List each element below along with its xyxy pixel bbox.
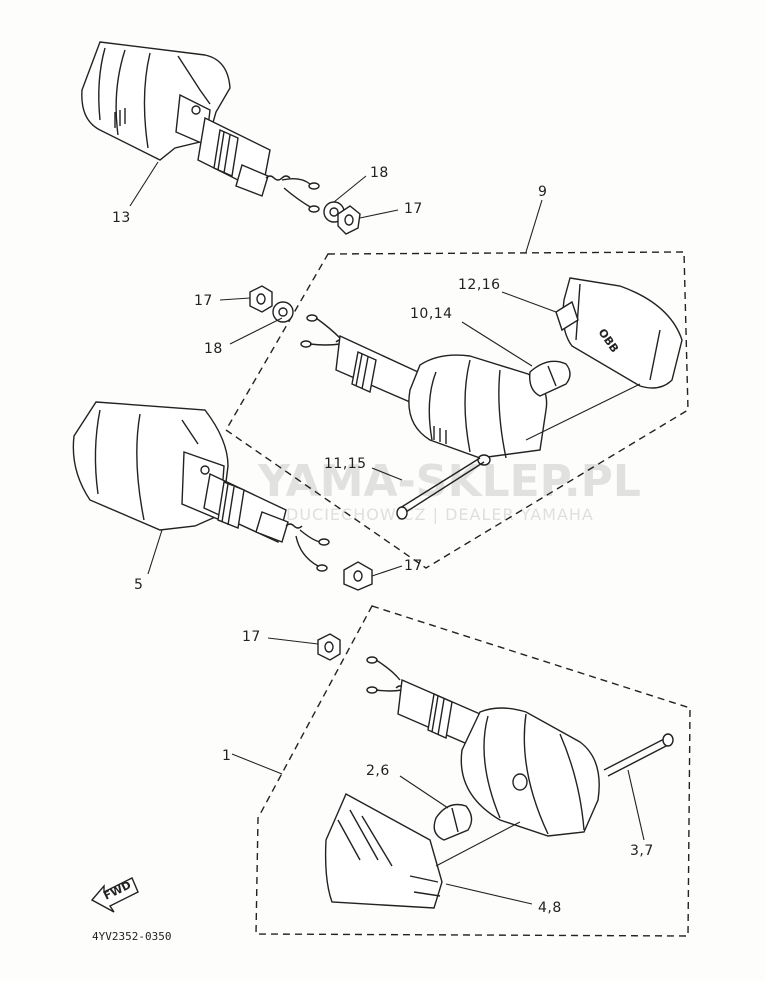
callout-13: 13 bbox=[112, 210, 131, 226]
catalog-number: 4YV2352-0350 bbox=[92, 930, 171, 943]
callout-17-top: 17 bbox=[404, 201, 423, 217]
lens-4-8 bbox=[324, 793, 443, 909]
callout-11-15: 11,15 bbox=[324, 456, 367, 472]
screw-11-15 bbox=[396, 457, 485, 520]
turn-signal-assembly-1 bbox=[366, 656, 600, 837]
turn-signal-assembly-9 bbox=[300, 314, 548, 466]
callout-17-mid: 17 bbox=[194, 293, 213, 309]
bulb-10-14 bbox=[529, 360, 571, 397]
bulb-2-6 bbox=[433, 803, 473, 841]
callout-9: 9 bbox=[538, 184, 547, 200]
callout-4-8: 4,8 bbox=[538, 900, 562, 916]
leader-lines bbox=[129, 161, 645, 905]
washer-18-mid bbox=[272, 301, 294, 323]
turn-signal-housing-5 bbox=[72, 401, 330, 572]
assembly-1-boundary bbox=[255, 605, 691, 937]
callout-18-top: 18 bbox=[370, 165, 389, 181]
nut-17-low bbox=[343, 561, 373, 591]
callout-1: 1 bbox=[222, 748, 231, 764]
nut-17-mid bbox=[249, 285, 273, 313]
watermark-brand: YAMA-SKLEP.PL bbox=[257, 456, 641, 507]
callout-10-14: 10,14 bbox=[410, 306, 453, 322]
lens-12-16: OBB bbox=[555, 277, 683, 389]
callout-18-mid: 18 bbox=[204, 341, 223, 357]
callout-2-6: 2,6 bbox=[366, 763, 390, 779]
screw-3-7 bbox=[603, 733, 674, 777]
nut-17-top bbox=[337, 205, 361, 235]
forward-arrow-icon: FWD bbox=[90, 877, 139, 913]
callout-17-low: 17 bbox=[404, 558, 423, 574]
callout-3-7: 3,7 bbox=[630, 843, 654, 859]
watermark-tagline: DUCIECHOWICZ | DEALER YAMAHA bbox=[286, 505, 594, 524]
assembly-9-boundary bbox=[225, 251, 689, 569]
nut-17-bottom bbox=[317, 633, 341, 661]
callout-12-16: 12,16 bbox=[458, 277, 501, 293]
callout-17-bottom: 17 bbox=[242, 629, 261, 645]
turn-signal-housing-13 bbox=[81, 41, 320, 213]
watermark: YAMA-SKLEP.PL DUCIECHOWICZ | DEALER YAMA… bbox=[141, 449, 641, 527]
callout-5: 5 bbox=[134, 577, 143, 593]
